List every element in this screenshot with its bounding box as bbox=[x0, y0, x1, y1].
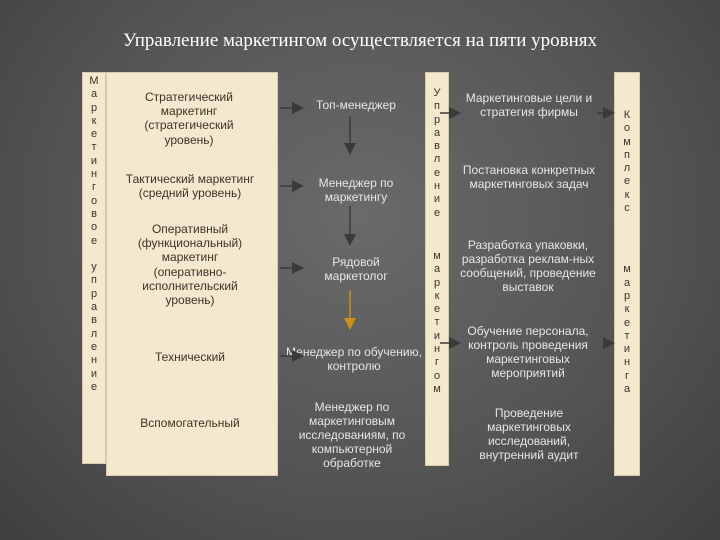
middle-vertical-bottom-letter: н bbox=[433, 343, 441, 356]
manager-1: Топ-менеджер bbox=[316, 98, 396, 112]
level-4-text: Технический bbox=[155, 350, 225, 364]
middle-vertical-top-letter: п bbox=[434, 100, 440, 113]
middle-vertical-top-letter: У bbox=[433, 87, 441, 99]
middle-vertical-bottom-letter: к bbox=[434, 289, 440, 302]
left-vertical-letter: а bbox=[90, 301, 98, 314]
middle-vertical-top-letter: в bbox=[434, 140, 440, 153]
manager-2: Менеджер по маркетингу bbox=[318, 176, 394, 204]
left-vertical-letter: г bbox=[91, 181, 96, 194]
right-vertical-top-letter: л bbox=[623, 162, 631, 175]
right-vertical-top-letter: К bbox=[623, 109, 631, 121]
right-vertical-top-letter: п bbox=[624, 148, 630, 161]
right-vertical-top-letter: м bbox=[623, 135, 631, 148]
right-vertical-bottom-letter: н bbox=[623, 356, 631, 369]
left-vertical-letter: а bbox=[90, 88, 98, 101]
manager-4: Менеджер по обучению, контролю bbox=[286, 345, 422, 373]
levels-panel bbox=[106, 72, 278, 476]
task-1: Маркетинговые цели и стратегия фирмы bbox=[465, 91, 593, 119]
middle-vertical-bottom-letter: р bbox=[433, 276, 441, 289]
left-vertical-letter: р bbox=[90, 101, 98, 114]
middle-vertical-top-letter: л bbox=[433, 153, 441, 166]
task-2: Постановка конкретных маркетинговых зада… bbox=[462, 163, 596, 191]
level-1-text: Стратегический маркетинг (стратегический… bbox=[144, 90, 234, 147]
level-3-text: Оперативный (функциональный) маркетинг (… bbox=[137, 222, 243, 308]
right-vertical-top-letter: к bbox=[624, 188, 630, 201]
left-vertical-letter: о bbox=[90, 221, 98, 234]
left-vertical-letter: о bbox=[90, 194, 98, 207]
level-2-text: Тактический маркетинг (средний уровень) bbox=[125, 172, 255, 201]
right-vertical-bottom-letter: к bbox=[624, 303, 630, 316]
left-vertical-letter: л bbox=[90, 327, 98, 340]
middle-vertical-bottom-letter: м bbox=[433, 382, 441, 395]
middle-vertical-bottom-letter: г bbox=[434, 356, 439, 369]
right-vertical-bottom-letter: е bbox=[623, 316, 631, 329]
middle-vertical-top-letter: р bbox=[433, 113, 441, 126]
task-4: Обучение персонала, контроль проведения … bbox=[467, 324, 589, 380]
task-5: Проведение маркетинговых исследований, в… bbox=[479, 406, 579, 462]
right-vertical-top-letter: о bbox=[623, 122, 631, 135]
left-vertical-letter: н bbox=[90, 168, 98, 181]
middle-vertical-bottom-letter: м bbox=[433, 249, 441, 262]
middle-vertical-bottom-letter: т bbox=[434, 316, 440, 329]
left-vertical-letter: е bbox=[90, 340, 98, 353]
middle-vertical-bottom-letter: е bbox=[433, 303, 441, 316]
level-5-text: Вспомогательный bbox=[140, 416, 240, 430]
middle-vertical-bottom-letter: и bbox=[433, 329, 441, 342]
right-vertical-bottom-letter: а bbox=[623, 383, 631, 396]
left-vertical-letter: р bbox=[90, 287, 98, 300]
middle-vertical-top-letter: н bbox=[433, 180, 441, 193]
left-vertical-letter: п bbox=[91, 274, 97, 287]
left-vertical-letter: и bbox=[90, 154, 98, 167]
left-vertical-letter: у bbox=[91, 261, 97, 274]
middle-vertical-bottom-letter: о bbox=[433, 369, 441, 382]
right-vertical-top-letter: е bbox=[623, 175, 631, 188]
task-3: Разработка упаковки, разработка реклам-н… bbox=[460, 238, 596, 294]
left-vertical-letter: в bbox=[91, 314, 97, 327]
middle-vertical-top-letter: и bbox=[433, 193, 441, 206]
left-vertical-letter: е bbox=[90, 128, 98, 141]
left-vertical-letter: и bbox=[90, 367, 98, 380]
middle-vertical-top-letter: е bbox=[433, 166, 441, 179]
middle-vertical-bottom-letter: а bbox=[433, 263, 441, 276]
right-vertical-bottom-letter: г bbox=[624, 369, 629, 382]
left-vertical-letter: т bbox=[91, 141, 97, 154]
right-vertical-top-letter: с bbox=[624, 202, 630, 215]
left-vertical-letter: е bbox=[90, 234, 98, 247]
middle-vertical-top-letter: а bbox=[433, 126, 441, 139]
left-vertical-letter: М bbox=[89, 75, 99, 87]
manager-3: Рядовой маркетолог bbox=[324, 255, 388, 283]
left-vertical-letter: в bbox=[91, 207, 97, 220]
slide-title: Управление маркетингом осуществляется на… bbox=[122, 30, 598, 51]
right-vertical-bottom-letter: а bbox=[623, 276, 631, 289]
right-vertical-bottom-letter: р bbox=[623, 289, 631, 302]
right-vertical-bottom-letter: и bbox=[623, 343, 631, 356]
right-vertical-bottom-letter: м bbox=[623, 263, 631, 276]
left-vertical-letter: е bbox=[90, 380, 98, 393]
left-vertical-letter: н bbox=[90, 354, 98, 367]
manager-5: Менеджер по маркетинговым исследованиям,… bbox=[298, 400, 406, 470]
right-vertical-bottom-letter: т bbox=[624, 329, 630, 342]
left-vertical-letter: к bbox=[91, 114, 97, 127]
middle-vertical-top-letter: е bbox=[433, 206, 441, 219]
